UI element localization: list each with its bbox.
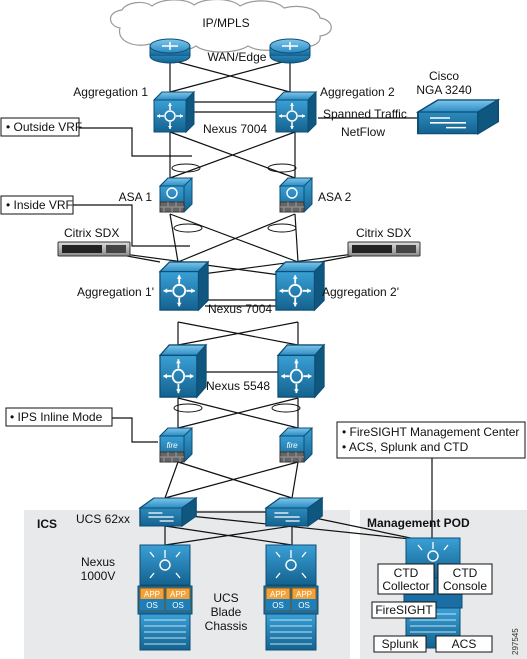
aggregation-2-label: Aggregation 2 — [320, 85, 395, 99]
spanned-traffic-label: Spanned Traffic — [323, 107, 407, 121]
aggregation-1-switch — [153, 91, 195, 133]
nexus-5548-left-switch — [159, 344, 207, 398]
asa-2-label: ASA 2 — [318, 190, 352, 204]
cisco-nga-label-line1: Cisco — [429, 69, 459, 83]
ucs-blade-label-line1: UCS — [213, 591, 238, 605]
acs-label: ACS — [452, 637, 477, 651]
ips-inline-mode-callout: • IPS Inline Mode — [5, 407, 113, 427]
app-label: APP — [170, 590, 186, 599]
citrix-sdx-right-label: Citrix SDX — [356, 226, 411, 240]
citrix-sdx-right — [347, 241, 421, 257]
svg-text:• Inside VRF: • Inside VRF — [6, 198, 73, 212]
ucs-blade-label-line2: Blade — [211, 605, 242, 619]
svg-text:• Outside VRF: • Outside VRF — [6, 120, 82, 134]
nexus-1000v-label-line1: Nexus — [81, 555, 115, 569]
nexus-5548-right-switch — [277, 344, 325, 398]
figure-id: 297545 — [511, 628, 520, 655]
app-label: APP — [270, 590, 286, 599]
outside-vrf-callout: • Outside VRF — [0, 117, 82, 137]
management-pod-chassis: CTD Collector CTD Console FireSIGHT Splu… — [371, 537, 493, 653]
vm-blocks-right: APP OS APP OS — [265, 587, 317, 611]
netflow-label: NetFlow — [341, 125, 385, 139]
ips-left-firepower: fire — [159, 427, 193, 463]
cloud-label: IP/MPLS — [202, 16, 249, 30]
citrix-sdx-left — [57, 241, 131, 257]
wan-router-left — [149, 38, 191, 64]
svg-text:fire: fire — [286, 441, 298, 450]
wan-edge-label: WAN/Edge — [208, 50, 267, 64]
firesight-management-callout: • FireSIGHT Management Center • ACS, Spl… — [336, 421, 526, 459]
os-label: OS — [298, 601, 310, 610]
nexus-7004-top-label: Nexus 7004 — [203, 122, 267, 136]
inside-vrf-callout: • Inside VRF — [0, 195, 74, 215]
firesight-mgmt-line1: • FireSIGHT Management Center — [342, 425, 519, 439]
app-label: APP — [144, 590, 160, 599]
cisco-nga-label-line2: NGA 3240 — [416, 83, 472, 97]
asa-1-firewall — [159, 177, 193, 213]
asa-1-label: ASA 1 — [119, 190, 153, 204]
aggregation-2p-switch — [275, 261, 325, 311]
nexus-1000v-label-line2: 1000V — [81, 569, 116, 583]
ucs-62xx-right — [265, 497, 323, 527]
firesight-mgmt-line2: • ACS, Splunk and CTD — [342, 440, 469, 454]
aggregation-1-label: Aggregation 1 — [73, 85, 148, 99]
ucs-62xx-label: UCS 62xx — [76, 512, 130, 526]
splunk-label: Splunk — [382, 637, 420, 651]
ctd-console-line1: CTD — [453, 566, 478, 580]
asa-2-firewall — [279, 177, 313, 213]
nexus-5548-label: Nexus 5548 — [206, 379, 270, 393]
app-label: APP — [296, 590, 312, 599]
svg-text:fire: fire — [166, 441, 178, 450]
aggregation-2-switch — [275, 91, 317, 133]
cisco-nga-3240-device — [416, 98, 500, 135]
ctd-collector-line1: CTD — [394, 566, 419, 580]
os-label: OS — [146, 601, 158, 610]
os-label: OS — [172, 601, 184, 610]
vm-blocks-left: APP OS APP OS — [139, 587, 191, 611]
ics-label: ICS — [37, 517, 57, 531]
port-channel-ellipses — [171, 163, 301, 413]
svg-text:• IPS Inline Mode: • IPS Inline Mode — [10, 410, 103, 424]
firesight-label: FireSIGHT — [375, 603, 433, 617]
ips-right-firepower: fire — [279, 427, 313, 463]
ctd-collector-line2: Collector — [382, 579, 429, 593]
aggregation-2p-label: Aggregation 2' — [322, 285, 399, 299]
ctd-console-line2: Console — [443, 579, 487, 593]
aggregation-1p-label: Aggregation 1' — [77, 285, 154, 299]
management-pod-label: Management POD — [367, 516, 470, 530]
citrix-sdx-left-label: Citrix SDX — [64, 226, 119, 240]
wan-router-right — [269, 38, 311, 64]
ucs-blade-label-line3: Chassis — [205, 619, 248, 633]
nexus-7004-mid-label: Nexus 7004 — [208, 302, 272, 316]
os-label: OS — [272, 601, 284, 610]
aggregation-1p-switch — [159, 261, 209, 311]
ucs-62xx-left — [139, 497, 197, 527]
